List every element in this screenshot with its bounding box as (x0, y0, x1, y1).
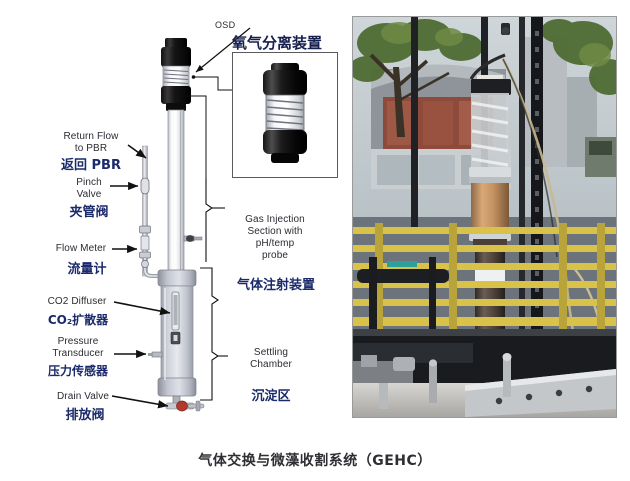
label-drain-valve-cn: 排放阀 (65, 408, 105, 423)
label-pinch-valve-cn: 夹管阀 (69, 205, 109, 220)
arrow-return-flow (127, 144, 147, 159)
riser-tube (167, 109, 185, 277)
label-return-flow-en: Return Flow to PBR (63, 131, 119, 154)
return-line-assembly (139, 145, 160, 278)
osd-leader-line (195, 27, 251, 73)
bracket-gas-injection (205, 178, 213, 262)
label-pinch-valve-en: Pinch Valve (76, 177, 102, 200)
schematic-drawing (110, 27, 251, 412)
label-return-flow-cn: 返回 PBR (61, 158, 121, 173)
label-settling-chamber-en: Settling Chamber (250, 347, 292, 370)
inset-connector-lower (186, 95, 207, 178)
osd-inset-box (232, 52, 338, 178)
bracket-settling-lower (200, 330, 219, 401)
label-pressure-transducer-cn: 压力传感器 (47, 364, 108, 378)
bracket-settling-upper (200, 267, 219, 330)
label-co2-diffuser-cn: CO₂扩散器 (47, 313, 109, 327)
inset-connector-upper (194, 76, 232, 91)
arrow-co2-diffuser (113, 301, 171, 316)
arrow-drain-valve (111, 395, 169, 409)
osd-inset-drawing (263, 63, 307, 163)
drain-valve (165, 395, 205, 412)
osd-inset-title: 氧气分离装置 (232, 34, 323, 52)
osd-tag-label: OSD (215, 20, 236, 30)
installation-photo (352, 16, 617, 418)
label-co2-diffuser-en: CO2 Diffuser (47, 296, 107, 307)
settling-chamber (148, 269, 197, 397)
label-gas-injection-cn: 气体注射装置 (236, 278, 315, 293)
photo-content (353, 17, 616, 417)
label-flow-meter-en: Flow Meter (55, 243, 107, 254)
osd-assembly-schematic (161, 38, 191, 111)
figure-caption: 气体交换与微藻收割系统（GEHC） (198, 453, 432, 469)
label-flow-meter-cn: 流量计 (67, 262, 107, 277)
label-drain-valve-en: Drain Valve (56, 391, 110, 402)
gas-injection-port (183, 235, 203, 242)
label-gas-injection-en: Gas Injection Section with pH/temp probe (245, 214, 305, 261)
label-settling-chamber-cn: 沉淀区 (251, 389, 291, 404)
label-pressure-transducer-en: Pressure Transducer (52, 336, 104, 359)
